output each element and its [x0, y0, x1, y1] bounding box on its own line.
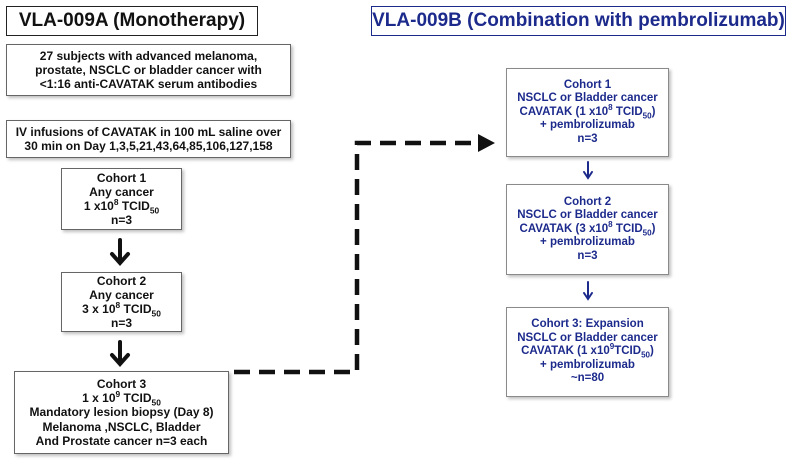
- subjects-line-2: prostate, NSCLC or bladder cancer with: [35, 62, 262, 77]
- left-cohort-1-cancer: Any cancer: [89, 184, 154, 199]
- right-cohort-1-box: Cohort 1 NSCLC or Bladder cancer CAVATAK…: [506, 68, 669, 157]
- infusion-box: IV infusions of CAVATAK in 100 mL saline…: [6, 120, 291, 158]
- left-arrow-2: [110, 340, 130, 368]
- left-cohort-3-title: Cohort 3: [96, 377, 147, 392]
- left-cohort-1-dose: 1 x108 TCID50: [83, 197, 160, 216]
- right-cohort-2-title: Cohort 2: [563, 195, 612, 208]
- right-cohort-3-combo: + pembrolizumab: [540, 358, 635, 371]
- right-cohort-2-box: Cohort 2 NSCLC or Bladder cancer CAVATAK…: [506, 184, 669, 275]
- infusion-line-1: IV infusions of CAVATAK in 100 mL saline…: [15, 124, 282, 139]
- right-cohort-1-combo: + pembrolizumab: [540, 119, 635, 132]
- right-cohort-2-cancer: NSCLC or Bladder cancer: [517, 209, 658, 222]
- left-cohort-3-dose: 1 x 109 TCID50: [82, 389, 161, 408]
- left-cohort-2-cancer: Any cancer: [89, 287, 154, 302]
- right-arrow-2: [583, 281, 593, 301]
- left-cohort-2-n: n=3: [110, 316, 132, 331]
- left-cohort-3-box: Cohort 3 1 x 109 TCID50 Mandatory lesion…: [14, 371, 229, 454]
- right-cohort-2-dose: CAVATAK (3 x108 TCID50): [519, 219, 656, 238]
- right-cohort-3-n: ~n=80: [570, 372, 605, 385]
- right-cohort-3-dose: CAVATAK (1 x109TCID50): [521, 342, 654, 360]
- right-cohort-1-dose: CAVATAK (1 x108 TCID50): [519, 102, 656, 121]
- right-cohort-1-title: Cohort 1: [563, 78, 612, 91]
- right-cohort-2-n: n=3: [577, 249, 598, 262]
- right-cohort-3-title: Cohort 3: Expansion: [531, 318, 644, 331]
- left-cohort-3-cancers: Melanoma ,NSCLC, Bladder: [42, 419, 201, 434]
- left-cohort-2-dose: 3 x 108 TCID50: [82, 300, 161, 319]
- left-cohort-2-title: Cohort 2: [96, 273, 147, 288]
- subjects-line-3: <1:16 anti-CAVATAK serum antibodies: [39, 77, 258, 92]
- subjects-line-1: 27 subjects with advanced melanoma,: [39, 48, 258, 63]
- left-cohort-1-box: Cohort 1 Any cancer 1 x108 TCID50 n=3: [61, 168, 182, 230]
- left-cohort-1-title: Cohort 1: [96, 170, 147, 185]
- left-cohort-3-n: And Prostate cancer n=3 each: [35, 433, 208, 448]
- right-cohort-1-cancer: NSCLC or Bladder cancer: [517, 92, 658, 105]
- subjects-box: 27 subjects with advanced melanoma, pros…: [6, 44, 291, 96]
- left-arrow-1: [110, 238, 130, 267]
- dashed-connector-arrow: [234, 134, 495, 375]
- infusion-line-2: 30 min on Day 1,3,5,21,43,64,85,106,127,…: [24, 139, 273, 153]
- left-title: VLA-009A (Monotherapy): [6, 6, 258, 36]
- left-cohort-1-n: n=3: [110, 213, 132, 228]
- right-title: VLA-009B (Combination with pembrolizumab…: [371, 6, 786, 36]
- right-cohort-3-box: Cohort 3: Expansion NSCLC or Bladder can…: [506, 307, 669, 397]
- right-cohort-1-n: n=3: [577, 132, 598, 145]
- right-cohort-3-cancer: NSCLC or Bladder cancer: [517, 331, 658, 344]
- right-arrow-1: [583, 161, 593, 180]
- right-cohort-2-combo: + pembrolizumab: [540, 236, 635, 249]
- left-cohort-2-box: Cohort 2 Any cancer 3 x 108 TCID50 n=3: [61, 272, 182, 332]
- left-cohort-3-biopsy: Mandatory lesion biopsy (Day 8): [29, 405, 214, 420]
